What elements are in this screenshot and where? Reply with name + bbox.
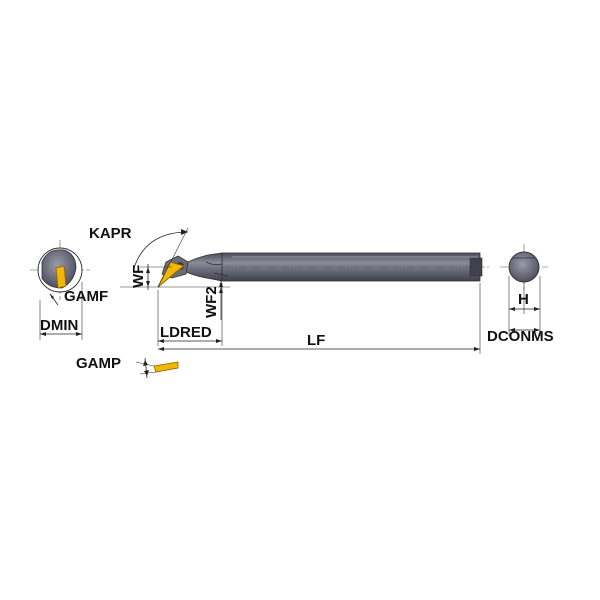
- insert: [157, 261, 185, 288]
- label-kapr: KAPR: [89, 225, 132, 242]
- lf-dimension: [158, 283, 481, 354]
- label-gamf: GAMF: [64, 288, 108, 305]
- gamp-insert-view: [135, 357, 179, 379]
- kapr-dimension: [120, 227, 189, 288]
- head-end-view: [30, 240, 90, 340]
- neck-groove-lower: [213, 272, 229, 277]
- label-dmin: DMIN: [40, 317, 78, 334]
- label-wf: WF: [130, 265, 147, 288]
- shank-end-slot: [469, 257, 483, 277]
- label-wf2: WF2: [203, 286, 220, 318]
- ldred-dimension: [157, 283, 223, 346]
- shank-section: [508, 251, 540, 283]
- label-ldred: LDRED: [160, 324, 212, 341]
- insert-side-view: [153, 361, 179, 373]
- label-dconms: DCONMS: [487, 328, 554, 345]
- label-gamp: GAMP: [76, 355, 121, 372]
- label-h: H: [518, 291, 529, 308]
- insert-end-view: [55, 265, 67, 289]
- neck-groove: [205, 261, 223, 266]
- neck: [185, 252, 223, 282]
- boring-bar-side-view: [157, 252, 490, 288]
- wf-dimension: [140, 264, 172, 290]
- label-lf: LF: [307, 332, 325, 349]
- shank-end-view: [500, 244, 548, 336]
